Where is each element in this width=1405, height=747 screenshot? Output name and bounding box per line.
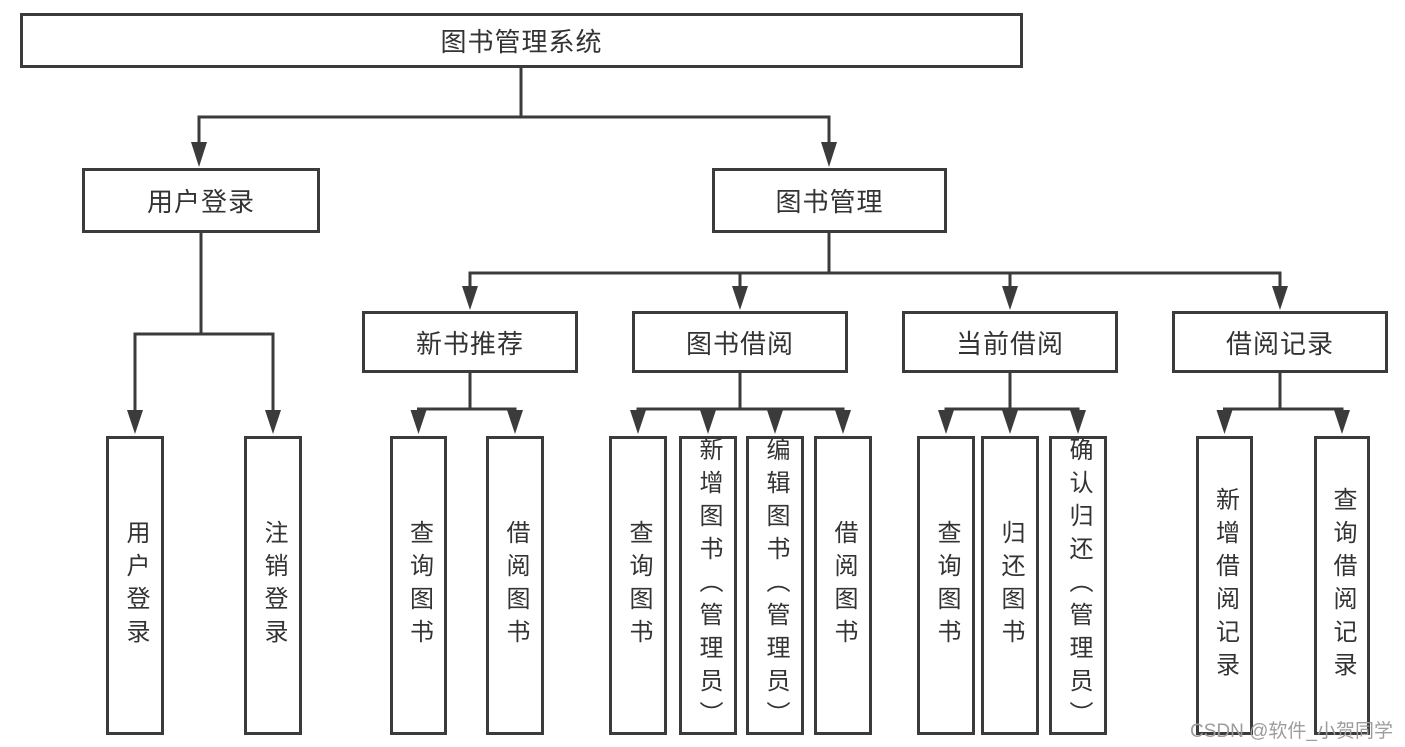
leaf-add-book-admin-label: 新增图书（管理员） [695, 437, 722, 734]
node-book-management-label: 图书管理 [775, 187, 884, 217]
leaf-query-book-3-label: 查询图书 [933, 519, 960, 652]
leaf-add-borrow-record: 新增借阅记录 [1196, 436, 1253, 735]
leaf-query-book-3: 查询图书 [917, 436, 975, 735]
leaf-add-book-admin: 新增图书（管理员） [679, 436, 737, 735]
node-book-borrow: 图书借阅 [632, 311, 848, 373]
node-borrow-records: 借阅记录 [1172, 311, 1388, 373]
node-user-login-label: 用户登录 [146, 187, 255, 217]
leaf-user-login-label: 用户登录 [122, 519, 149, 652]
leaf-add-borrow-record-label: 新增借阅记录 [1211, 486, 1239, 685]
node-root-label: 图书管理系统 [440, 27, 603, 57]
leaf-return-book: 归还图书 [981, 436, 1039, 735]
csdn-watermark: CSDN @软件_小贺同学 [1190, 721, 1393, 742]
leaf-logout: 注销登录 [244, 436, 302, 735]
leaf-confirm-return-admin-label: 确认归还（管理员） [1065, 437, 1092, 734]
node-borrow-records-label: 借阅记录 [1225, 328, 1334, 359]
leaf-query-book-2-label: 查询图书 [625, 519, 652, 652]
leaf-user-login: 用户登录 [106, 436, 164, 735]
leaf-query-borrow-record: 查询借阅记录 [1314, 436, 1370, 735]
leaf-borrow-book-2-label: 借阅图书 [830, 519, 857, 652]
leaf-query-book-1-label: 查询图书 [405, 519, 433, 652]
node-new-book-recommend: 新书推荐 [362, 311, 578, 373]
leaf-borrow-book-1-label: 借阅图书 [502, 519, 529, 652]
leaf-return-book-label: 归还图书 [997, 519, 1024, 652]
leaf-edit-book-admin: 编辑图书（管理员） [746, 436, 804, 735]
node-book-management: 图书管理 [712, 168, 947, 233]
node-new-book-recommend-label: 新书推荐 [415, 328, 524, 359]
leaf-edit-book-admin-label: 编辑图书（管理员） [762, 437, 789, 734]
leaf-query-book-2: 查询图书 [609, 436, 667, 735]
node-current-borrow-label: 当前借阅 [955, 328, 1064, 359]
leaf-confirm-return-admin: 确认归还（管理员） [1049, 436, 1107, 735]
leaf-query-borrow-record-label: 查询借阅记录 [1329, 486, 1356, 685]
leaf-borrow-book-1: 借阅图书 [486, 436, 544, 735]
leaf-logout-label: 注销登录 [260, 519, 287, 652]
node-root: 图书管理系统 [20, 13, 1023, 68]
node-user-login: 用户登录 [82, 168, 320, 233]
leaf-query-book-1: 查询图书 [390, 436, 447, 735]
leaf-borrow-book-2: 借阅图书 [814, 436, 872, 735]
node-book-borrow-label: 图书借阅 [685, 328, 794, 359]
node-current-borrow: 当前借阅 [902, 311, 1118, 373]
